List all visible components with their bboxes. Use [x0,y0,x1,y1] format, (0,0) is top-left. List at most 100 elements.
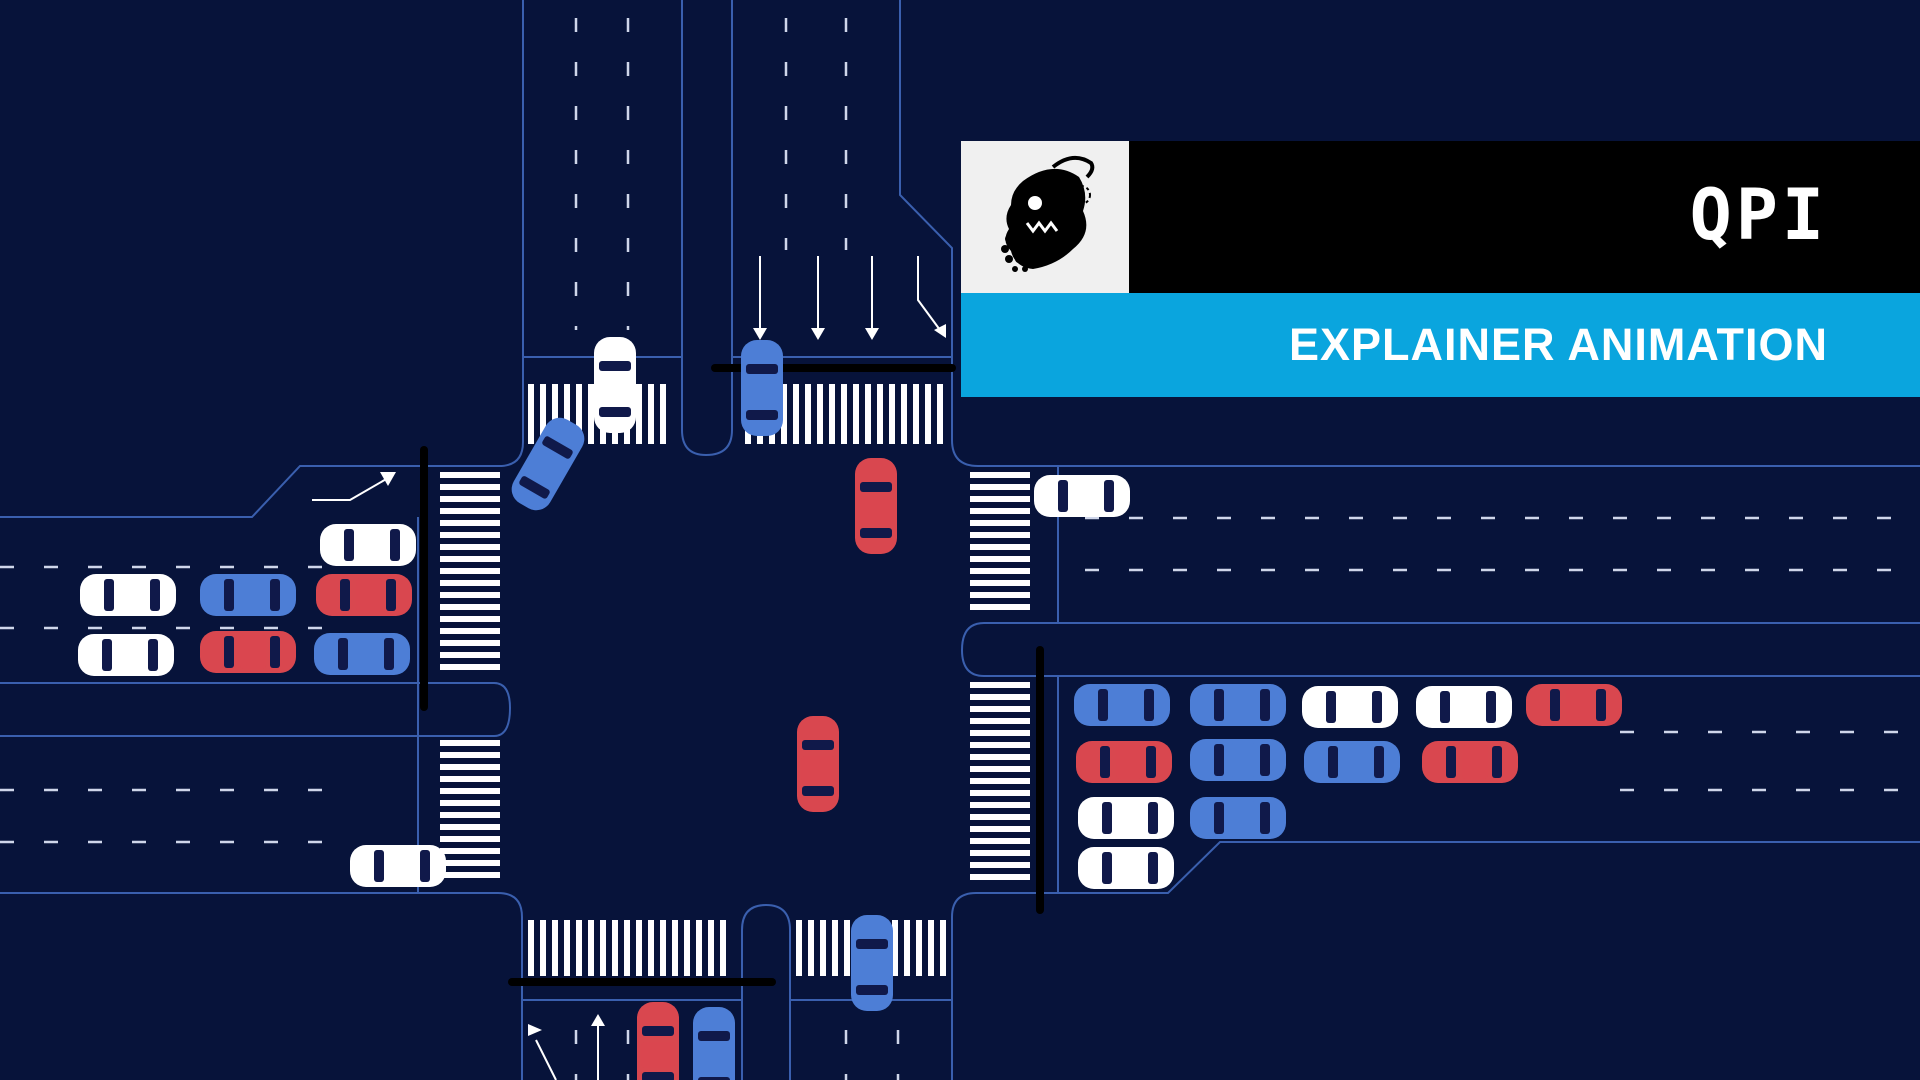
crosswalk-stripe [970,694,1030,700]
crosswalk-stripe [660,920,666,976]
car-window [1596,689,1606,721]
car-roof [1118,851,1144,885]
crosswalk-stripe [970,604,1030,610]
car-window [1104,480,1114,512]
car-roof [240,578,266,612]
car-roof [390,849,416,883]
car-window [542,436,573,459]
crosswalk-stripe [440,520,500,526]
crosswalk-stripe [889,384,895,444]
crosswalk-stripe [720,920,726,976]
car-window [1260,744,1270,776]
car-window [1260,802,1270,834]
crosswalk-stripe [528,920,534,976]
car-window [1486,691,1496,723]
car [1526,684,1622,726]
car [1078,797,1174,839]
car-window [1214,744,1224,776]
car-window [1148,852,1158,884]
car [1190,797,1286,839]
crosswalk-stripe [440,752,500,758]
crosswalk-stripe [440,592,500,598]
crosswalk-stripe [440,556,500,562]
car [78,634,174,676]
crosswalk-stripe [805,384,811,444]
car-roof [1344,745,1370,779]
crosswalk-stripe [970,472,1030,478]
crosswalk-stripe [440,740,500,746]
car-window [1374,746,1384,778]
crosswalk-stripe [937,384,943,444]
crosswalk-stripe [528,384,534,444]
logo-box [961,141,1129,293]
car-window [746,364,778,374]
crosswalk-stripe [970,592,1030,598]
crosswalk-stripe [970,850,1030,856]
car-window [519,476,550,499]
crosswalk-stripe [970,838,1030,844]
anglerfish-logo-icon [1001,155,1095,272]
car-window [1440,691,1450,723]
car-window [1058,480,1068,512]
crosswalk-stripe [440,496,500,502]
crosswalk-stripe [440,836,500,842]
crosswalk-stripe [892,920,898,976]
car-window [1148,802,1158,834]
car-window [860,528,892,538]
car [693,1007,735,1080]
car-window [390,529,400,561]
crosswalk-stripe [660,384,666,444]
car-body [637,1002,679,1080]
car-roof [1342,690,1368,724]
crosswalk-stripe [904,920,910,976]
car-window [224,579,234,611]
car-window [856,985,888,995]
car-window [386,579,396,611]
crosswalk-stripe [808,920,814,976]
crosswalk-stripe [440,544,500,550]
crosswalk-stripe [636,920,642,976]
car-roof [1230,801,1256,835]
car-window [1492,746,1502,778]
crosswalk-stripe [970,484,1030,490]
car [1190,739,1286,781]
crosswalk-stripe [440,872,500,878]
crosswalk-stripe [440,776,500,782]
car-window [1326,691,1336,723]
car [1190,684,1286,726]
crosswalk-stripe [540,920,546,976]
crosswalk-stripe [440,800,500,806]
cars [78,337,1622,1080]
car-window [1550,689,1560,721]
car [1422,741,1518,783]
crosswalk-stripe [696,920,702,976]
car [1304,741,1400,783]
car-roof [1114,688,1140,722]
crosswalk-stripe [970,814,1030,820]
car-window [1144,689,1154,721]
car-roof [641,1042,675,1068]
car [316,574,412,616]
crosswalk-stripe [440,664,500,670]
car-roof [1116,745,1142,779]
crosswalk-stripe [970,826,1030,832]
car-window [746,410,778,420]
car [320,524,416,566]
car [594,337,636,433]
crosswalk-stripe [552,384,558,444]
car-roof [801,756,835,782]
crosswalk-stripe [440,652,500,658]
crosswalk-stripe [877,384,883,444]
car-roof [1230,688,1256,722]
car [511,417,585,511]
car-window [1102,852,1112,884]
car-roof [859,498,893,524]
car-roof [697,1047,731,1073]
car-roof [1566,688,1592,722]
car-window [1100,746,1110,778]
car-window [698,1031,730,1041]
crosswalk-stripe [970,682,1030,688]
car-roof [855,955,889,981]
car [1302,686,1398,728]
car [1074,684,1170,726]
